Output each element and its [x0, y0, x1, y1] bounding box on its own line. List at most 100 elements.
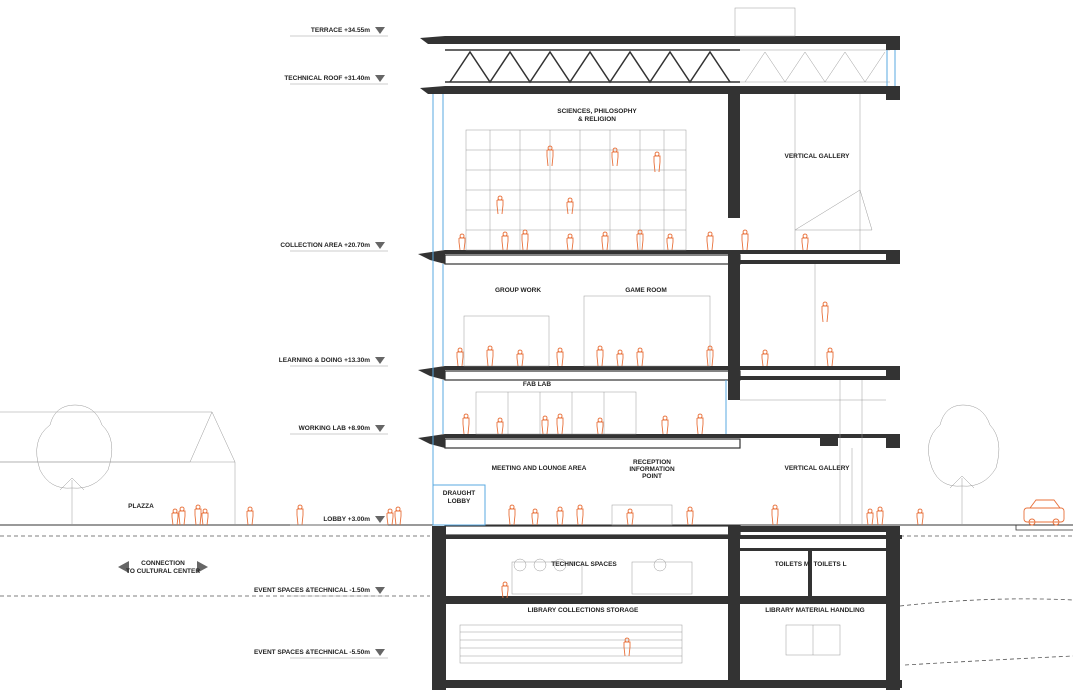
- person-figure: [576, 504, 584, 526]
- person-figure: [501, 581, 509, 599]
- background-house: [0, 411, 236, 525]
- person-figure: [496, 195, 504, 215]
- room-draught-lobby-line2: LOBBY: [448, 498, 471, 505]
- person-figure: [171, 508, 179, 526]
- room-labels: SCIENCES, PHILOSOPHY & RELIGION VERTICAL…: [128, 108, 865, 614]
- room-draught-lobby-line1: DRAUGHT: [443, 490, 476, 497]
- person-figure: [611, 147, 619, 167]
- person-figure: [246, 506, 254, 526]
- person-figure: [706, 231, 714, 251]
- level-label-event-1: EVENT SPACES &TECHNICAL -1.50m: [254, 587, 370, 594]
- person-figure: [741, 229, 749, 251]
- person-figure: [556, 413, 564, 435]
- glazing: [432, 50, 896, 526]
- level-triangle-icon: [375, 425, 385, 432]
- person-figure: [516, 349, 524, 367]
- person-figure: [636, 229, 644, 251]
- person-figure: [801, 233, 809, 251]
- slabs: [418, 36, 902, 688]
- person-figure: [596, 345, 604, 367]
- roof-truss: [445, 49, 740, 84]
- walls: [432, 36, 900, 690]
- level-label-technical-roof: TECHNICAL ROOF +31.40m: [284, 75, 370, 82]
- person-figure: [661, 415, 669, 435]
- person-figure: [462, 413, 470, 435]
- room-fab-lab: FAB LAB: [523, 381, 551, 388]
- person-figure: [458, 233, 466, 251]
- person-figure: [508, 504, 516, 526]
- room-plazza: PLAZZA: [128, 503, 154, 510]
- person-figure: [546, 145, 554, 167]
- person-figure: [531, 508, 539, 526]
- person-figure: [566, 233, 574, 251]
- room-library-handling: LIBRARY MATERIAL HANDLING: [765, 607, 864, 614]
- person-figure: [696, 413, 704, 435]
- person-figure: [821, 301, 829, 323]
- room-vertical-gallery-top: VERTICAL GALLERY: [784, 153, 850, 160]
- person-figure: [201, 508, 209, 526]
- dashed-line-4: [899, 598, 1073, 607]
- room-sciences-line1: SCIENCES, PHILOSOPHY: [557, 108, 637, 115]
- level-label-working-lab: WORKING LAB +8.90m: [299, 425, 371, 432]
- person-figure: [866, 508, 874, 526]
- arrow-left-icon: [118, 561, 129, 573]
- person-figure: [556, 506, 564, 526]
- room-reception-line3: POINT: [642, 473, 662, 480]
- person-figure: [541, 415, 549, 435]
- level-triangle-icon: [375, 649, 385, 656]
- level-triangle-icon: [375, 516, 385, 523]
- level-triangle-icon: [375, 357, 385, 364]
- room-group-work: GROUP WORK: [495, 287, 541, 294]
- person-figure: [486, 345, 494, 367]
- level-label-learning-doing: LEARNING & DOING +13.30m: [279, 357, 370, 364]
- person-figure: [771, 504, 779, 526]
- dashed-line-5: [904, 655, 1073, 666]
- level-label-terrace: TERRACE +34.55m: [311, 27, 370, 34]
- level-triangle-icon: [375, 242, 385, 249]
- connection-marker: CONNECTION TO CULTURAL CENTER: [118, 560, 208, 575]
- person-figure: [666, 233, 674, 251]
- room-toilets-m: TOILETS M: [775, 561, 810, 568]
- level-triangle-icon: [375, 27, 385, 34]
- person-figure: [386, 508, 394, 526]
- car: [1023, 499, 1065, 526]
- level-triangle-icon: [375, 587, 385, 594]
- level-label-lobby: LOBBY +3.00m: [323, 516, 370, 523]
- person-figure: [596, 417, 604, 435]
- level-label-event-2: EVENT SPACES &TECHNICAL -5.50m: [254, 649, 370, 656]
- person-figure: [623, 637, 631, 657]
- arrow-right-icon: [197, 561, 208, 573]
- room-meeting-lounge: MEETING AND LOUNGE AREA: [492, 465, 587, 472]
- person-figure: [178, 506, 186, 526]
- person-figure: [501, 231, 509, 251]
- person-figure: [521, 229, 529, 251]
- room-technical-spaces: TECHNICAL SPACES: [551, 561, 617, 568]
- people-layer: [171, 145, 924, 657]
- person-figure: [566, 197, 574, 215]
- person-figure: [194, 504, 202, 526]
- person-figure: [616, 349, 624, 367]
- person-figure: [686, 506, 694, 526]
- connection-line2: TO CULTURAL CENTER: [126, 568, 200, 575]
- room-library-storage: LIBRARY COLLECTIONS STORAGE: [528, 607, 639, 614]
- room-game-room: GAME ROOM: [625, 287, 667, 294]
- person-figure: [636, 347, 644, 367]
- person-figure: [706, 345, 714, 367]
- tree-left: [36, 404, 113, 525]
- room-reception-line1: RECEPTION: [633, 459, 671, 466]
- person-figure: [296, 504, 304, 526]
- person-figure: [394, 506, 402, 526]
- room-toilets-l: TOILETS L: [813, 561, 846, 568]
- person-figure: [626, 508, 634, 526]
- person-figure: [556, 347, 564, 367]
- person-figure: [601, 231, 609, 251]
- person-figure: [876, 506, 884, 526]
- interior-lines: [459, 94, 886, 664]
- person-figure: [653, 151, 661, 173]
- level-triangle-icon: [375, 75, 385, 82]
- room-reception-line2: INFORMATION: [629, 466, 675, 473]
- person-figure: [826, 347, 834, 367]
